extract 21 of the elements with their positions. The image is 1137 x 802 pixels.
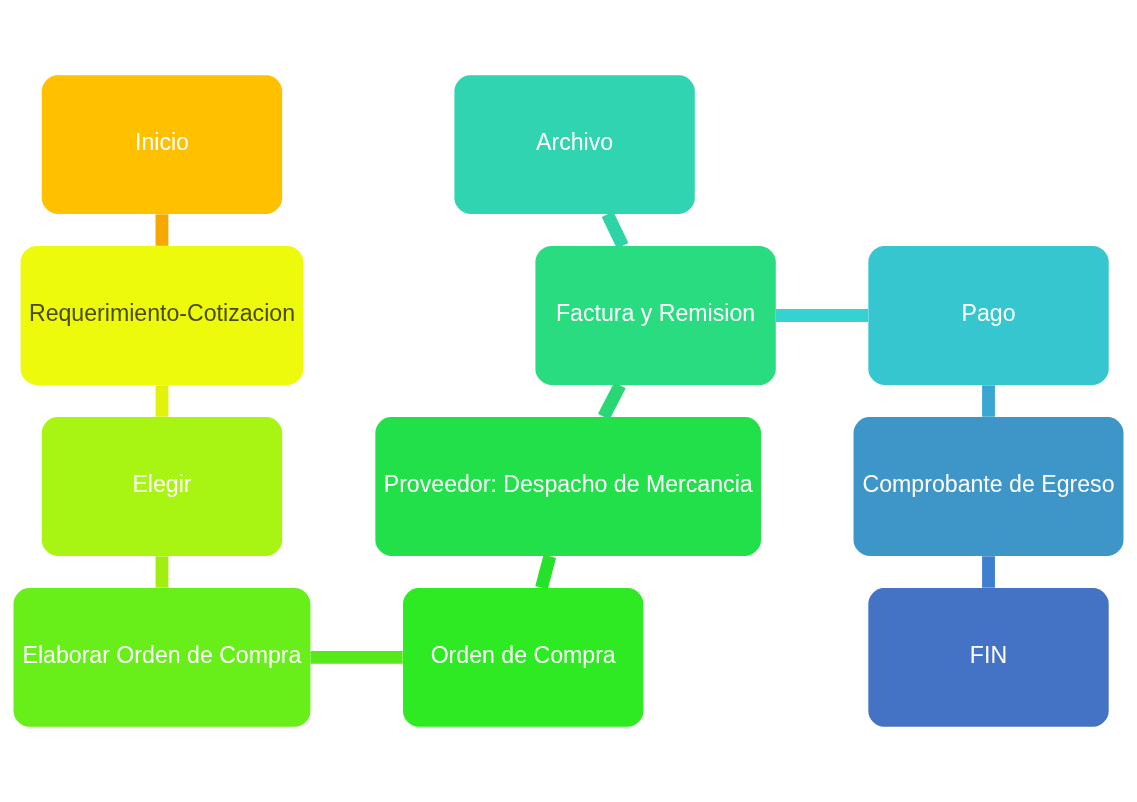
connector — [601, 211, 629, 249]
connector — [535, 554, 557, 590]
node-box: Requerimiento-Cotizacion — [20, 246, 304, 385]
node-box: Elegir — [41, 417, 283, 556]
connector — [155, 385, 169, 417]
node-box: Inicio — [41, 75, 283, 214]
connector — [598, 382, 626, 420]
connector — [982, 385, 995, 417]
connector — [155, 556, 169, 588]
node-box: Archivo — [454, 75, 695, 214]
node-box: Orden de Compra — [403, 588, 644, 727]
node-box: Elaborar Orden de Compra — [13, 588, 311, 727]
node-box: Pago — [868, 246, 1109, 385]
connector — [155, 214, 169, 246]
node-box: Proveedor: Despacho de Mercancia — [375, 417, 761, 556]
node-box: Factura y Remision — [535, 246, 776, 385]
connector — [982, 556, 995, 588]
connector — [775, 309, 869, 322]
node-box: FIN — [868, 588, 1109, 727]
node-box: Comprobante de Egreso — [853, 417, 1124, 556]
connector — [310, 651, 403, 664]
